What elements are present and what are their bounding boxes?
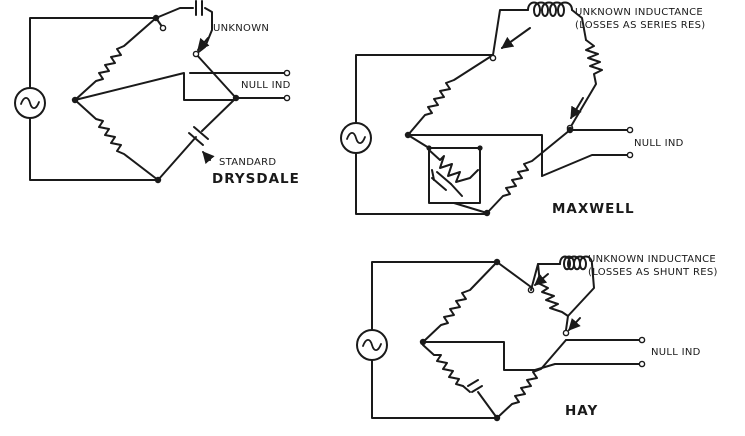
resistor-arm-lower-right xyxy=(486,129,571,214)
resistor-arm-upper-left xyxy=(422,261,498,343)
source-lead-bottom xyxy=(29,117,159,181)
ac-source-icon xyxy=(356,329,388,361)
maxwell-bridge: UNKNOWN INDUCTANCE (LOSSES AS SERIES RES… xyxy=(340,1,705,217)
parallel-resistor-icon xyxy=(428,149,479,183)
drysdale-bridge: UNKNOWN NULL IND STANDARD DRYSDALE xyxy=(14,0,300,187)
source-lead-top xyxy=(371,261,498,331)
hay-title: HAY xyxy=(565,403,598,419)
maxwell-null-ind-label: NULL IND xyxy=(634,138,684,149)
source-lead-bottom xyxy=(355,152,489,215)
resistor-arm-lower-right xyxy=(496,339,567,419)
source-lead-top xyxy=(355,54,494,124)
standard-capacitor-icon xyxy=(188,126,209,146)
maxwell-unknown-label-line1: UNKNOWN INDUCTANCE xyxy=(575,7,703,18)
ac-source-icon xyxy=(14,87,46,119)
hay-bridge: UNKNOWN INDUCTANCE (LOSSES AS SHUNT RES)… xyxy=(356,254,718,422)
series-resistor-icon xyxy=(422,344,464,387)
resistor-arm-lower-left xyxy=(74,99,159,181)
drysdale-standard-label: STANDARD xyxy=(219,157,276,168)
series-capacitor-icon xyxy=(462,379,483,393)
ac-source-icon xyxy=(340,122,372,154)
hay-unknown-label-line2: (LOSSES AS SHUNT RES) xyxy=(588,267,718,278)
hay-unknown-label-line1: UNKNOWN INDUCTANCE xyxy=(588,254,716,265)
source-lead-bottom xyxy=(371,359,498,419)
drysdale-null-ind-label: NULL IND xyxy=(241,80,291,91)
shunt-resistor-icon xyxy=(539,283,569,317)
unknown-capacitor-icon xyxy=(195,0,203,16)
maxwell-unknown-label-line2: (LOSSES AS SERIES RES) xyxy=(575,20,705,31)
series-resistor-icon xyxy=(569,39,603,129)
drysdale-unknown-label: UNKNOWN xyxy=(213,23,269,34)
source-lead-top xyxy=(29,17,157,89)
resistor-arm-upper-left xyxy=(407,54,494,136)
hay-null-ind-label: NULL IND xyxy=(651,347,701,358)
drysdale-title: DRYSDALE xyxy=(212,171,300,187)
maxwell-title: MAXWELL xyxy=(552,201,635,217)
unknown-inductor-icon xyxy=(527,1,573,17)
unknown-inductor-icon xyxy=(559,255,593,271)
resistor-arm-upper-left xyxy=(74,17,157,101)
